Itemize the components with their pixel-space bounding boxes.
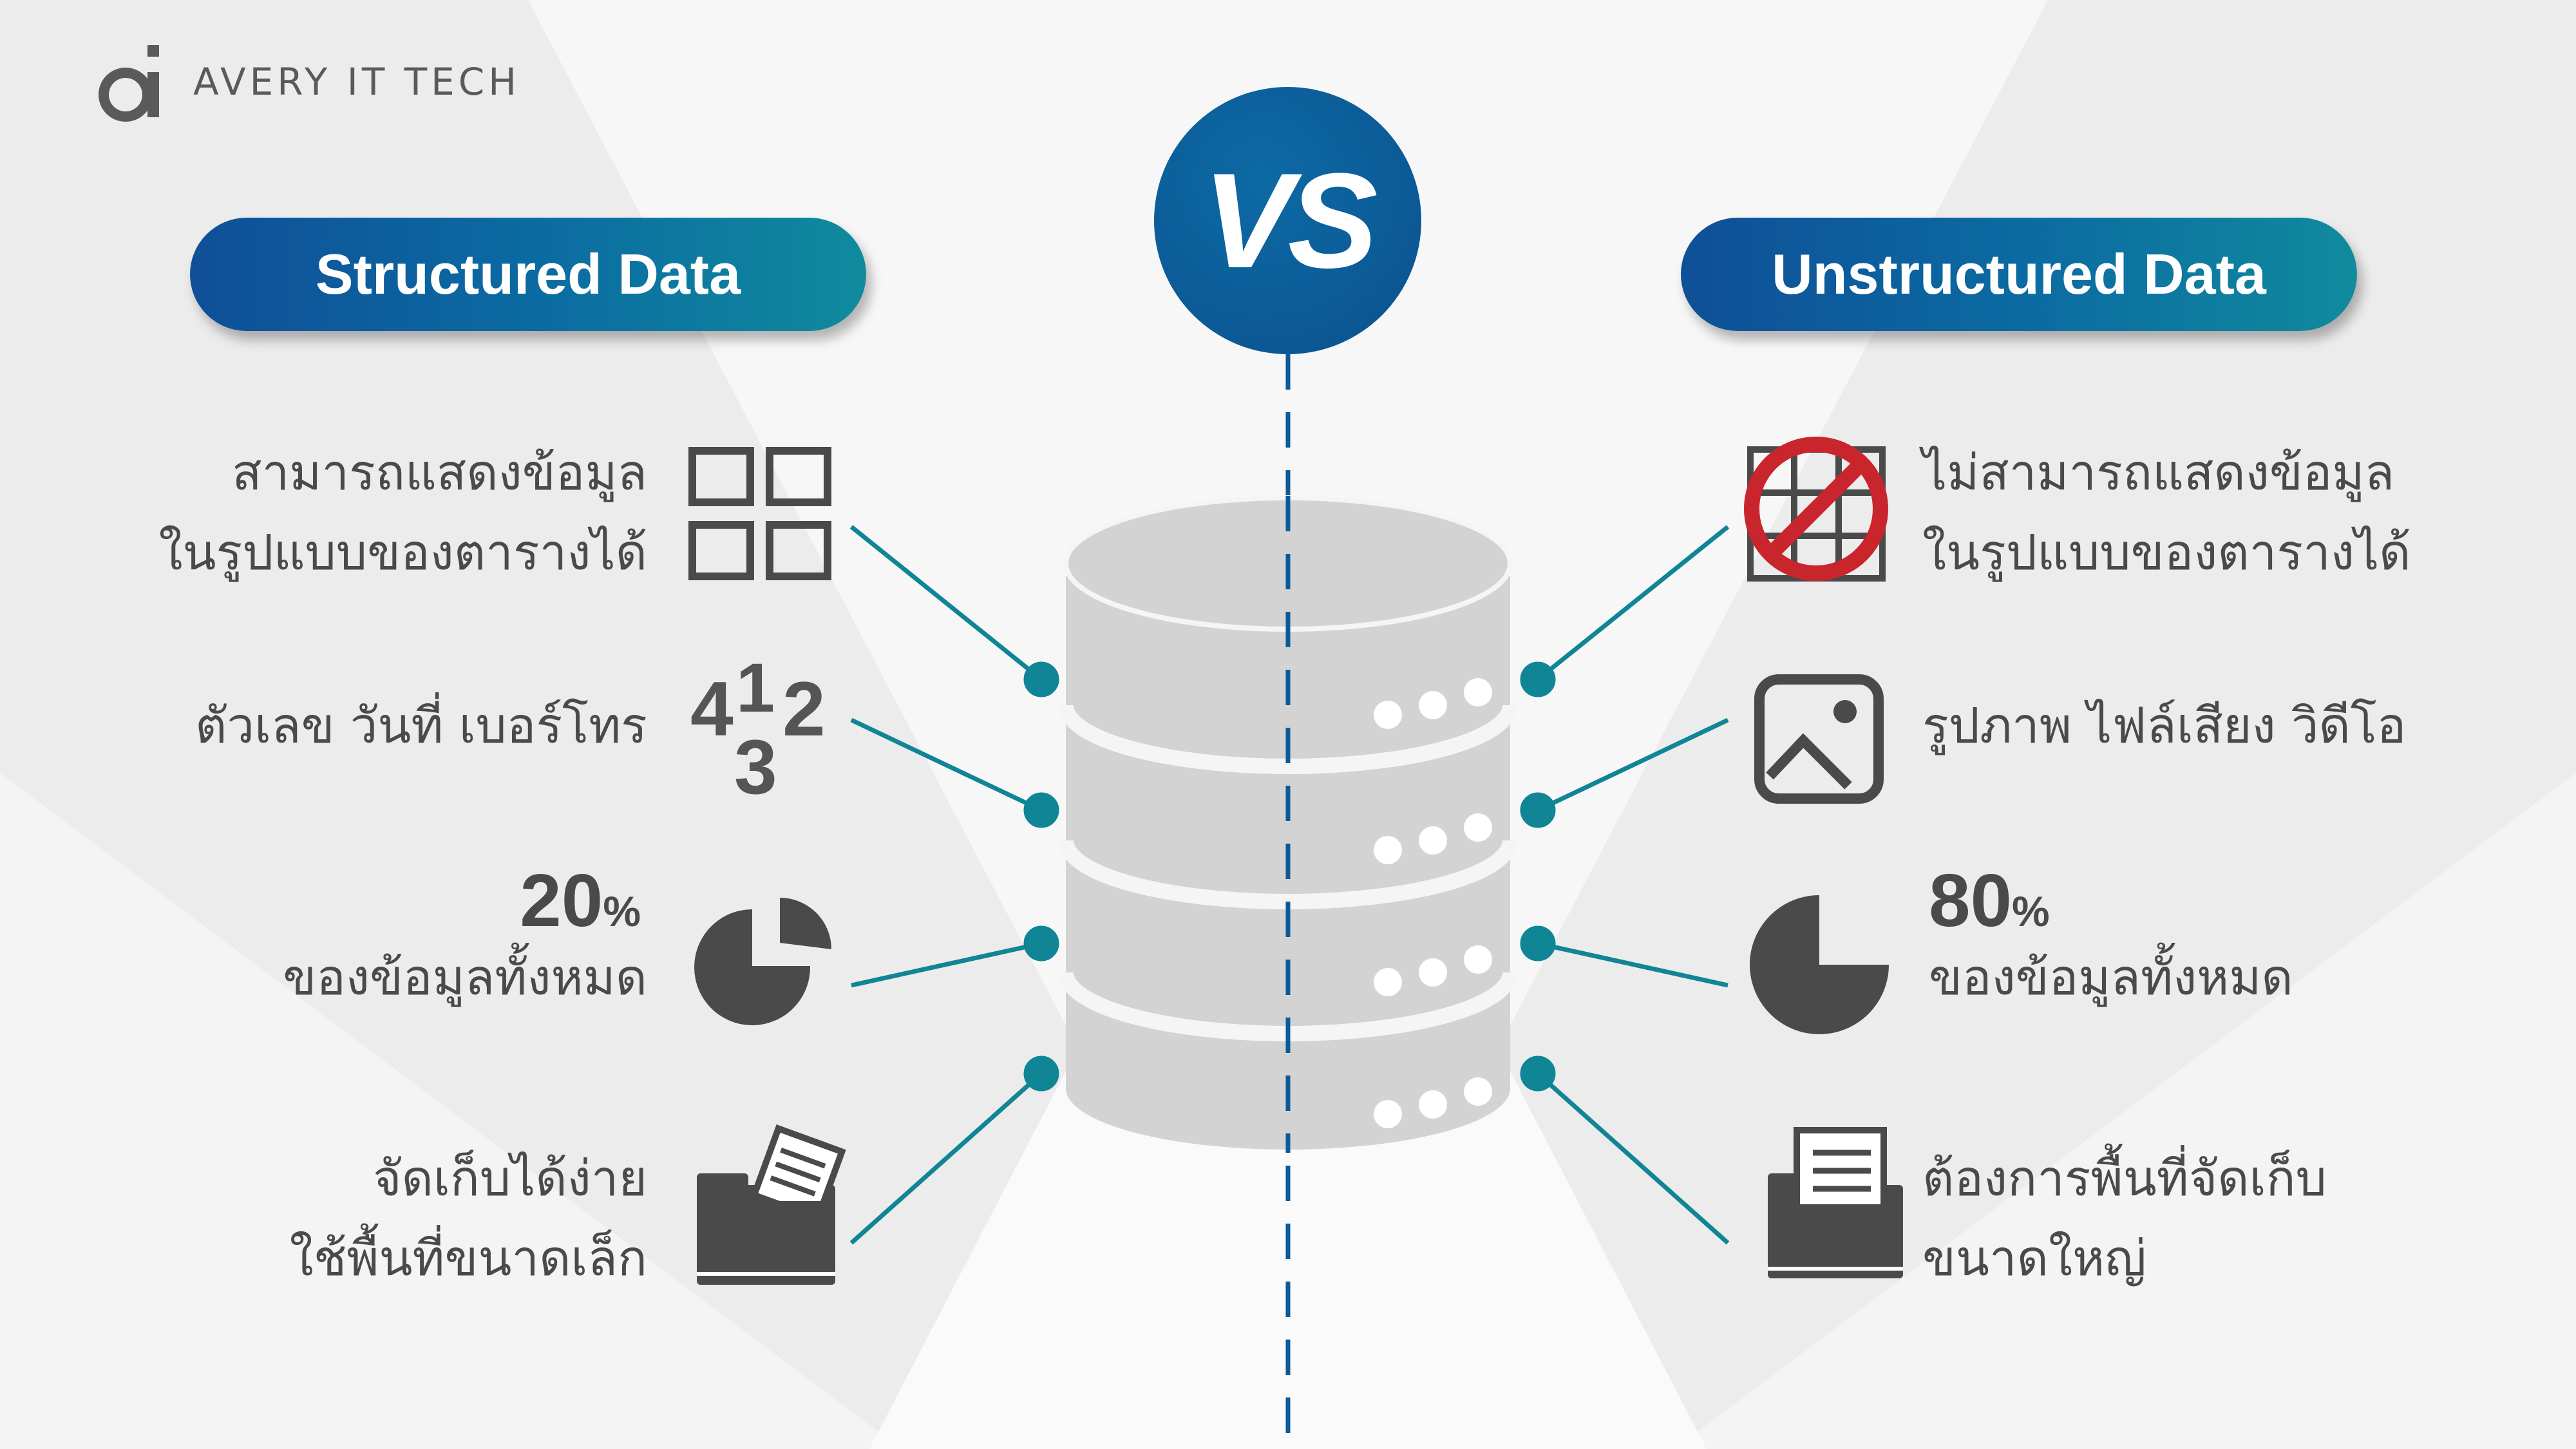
database-icon [1058,495,1518,1153]
right-item-media: รูปภาพ ไฟล์เสียง วิดีโอ [1922,686,2406,766]
vs-label: VS [1202,144,1378,296]
left-item-table: สามารถแสดงข้อมูล ในรูปแบบของตารางได้ [158,433,647,592]
left-percent-sign: % [603,887,641,935]
left-item-percent: 20% ของข้อมูลทั้งหมด [283,863,647,1018]
pie-chart-icon [694,898,831,1025]
brand-logo: AVERY IT TECH [97,40,520,124]
image-icon [1754,674,1884,804]
right-item-storage-line2: ขนาดใหญ่ [1922,1229,2146,1287]
left-item-percent-line2: ของข้อมูลทั้งหมด [283,949,647,1006]
numbers-icon-digit-4: 4 [690,666,734,752]
table-grid-icon [688,447,831,580]
left-item-storage-line1: จัดเก็บได้ง่าย [372,1150,647,1207]
left-item-numbers: ตัวเลข วันที่ เบอร์โทร [195,686,647,766]
folder-document-icon [697,1124,846,1285]
right-item-table-line2: ในรูปแบบของตารางได้ [1922,523,2411,581]
folder-document-icon-right [1768,1127,1903,1278]
unstructured-data-title: Unstructured Data [1681,218,2357,331]
no-table-icon [1744,437,1888,582]
numbers-icon-digit-1: 1 [736,649,775,726]
left-percent-value: 20% [283,863,641,938]
right-percent-sign: % [2012,887,2050,935]
avery-logo-icon [99,45,159,122]
structured-data-title: Structured Data [190,218,866,331]
left-item-table-line1: สามารถแสดงข้อมูล [232,444,647,501]
right-connectors [1520,525,1730,1245]
numbers-icon-digit-3: 3 [734,724,777,810]
left-item-storage-line2: ใช้พื้นที่ขนาดเล็ก [289,1229,647,1287]
brand-name: AVERY IT TECH [193,60,520,104]
left-item-storage: จัดเก็บได้ง่าย ใช้พื้นที่ขนาดเล็ก [290,1139,647,1298]
right-item-table-line1: ไม่สามารถแสดงข้อมูล [1922,444,2395,501]
right-item-storage-line1: ต้องการพื้นที่จัดเก็บ [1922,1150,2327,1207]
left-percent-number: 20 [520,858,603,942]
right-percent-value: 80% [1929,863,2293,938]
right-item-percent: 80% ของข้อมูลทั้งหมด [1929,863,2293,1018]
right-item-percent-line2: ของข้อมูลทั้งหมด [1929,949,2293,1006]
left-connectors [849,525,1059,1245]
numbers-icon-digit-2: 2 [782,666,826,752]
pie-chart-icon-right [1750,895,1889,1034]
vs-badge: VS [1154,87,1421,354]
left-item-numbers-line1: ตัวเลข วันที่ เบอร์โทร [195,697,647,754]
left-item-table-line2: ในรูปแบบของตารางได้ [158,523,647,581]
right-item-storage: ต้องการพื้นที่จัดเก็บ ขนาดใหญ่ [1922,1139,2327,1298]
right-item-media-line1: รูปภาพ ไฟล์เสียง วิดีโอ [1922,697,2407,754]
right-percent-number: 80 [1929,858,2012,942]
right-item-table: ไม่สามารถแสดงข้อมูล ในรูปแบบของตารางได้ [1922,433,2411,592]
